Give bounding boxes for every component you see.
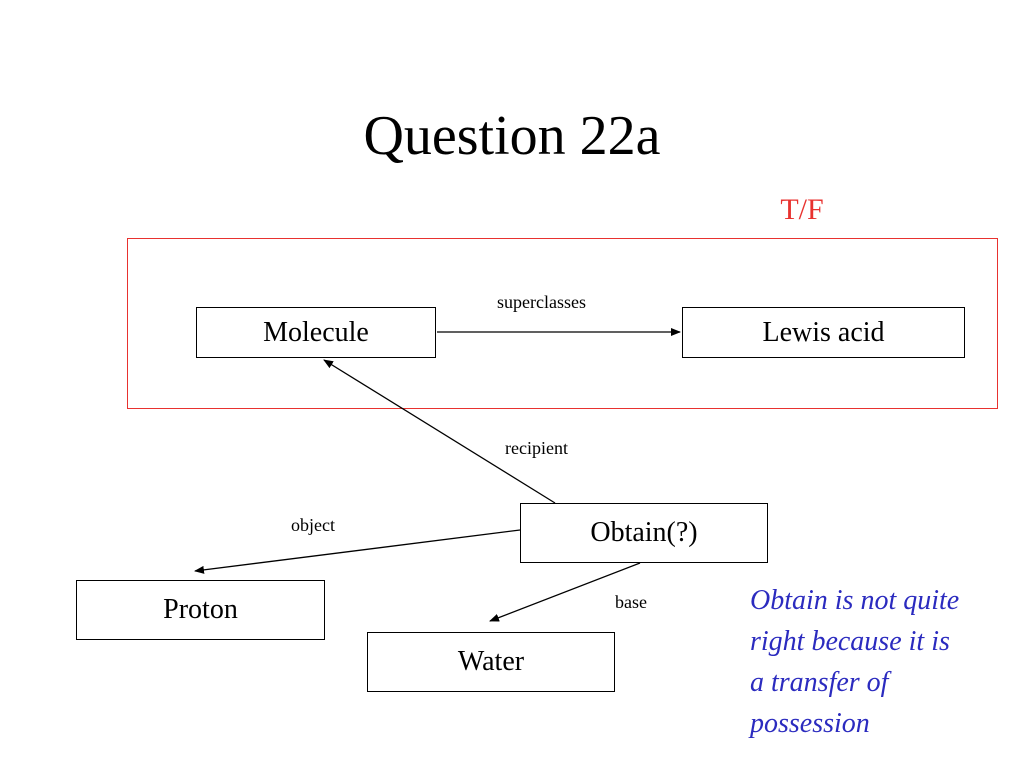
edge-label-recipient: recipient	[505, 438, 568, 458]
edge-label-superclasses: superclasses	[497, 292, 586, 312]
edge-recipient-arrow	[323, 359, 556, 504]
node-water: Water	[367, 632, 615, 692]
node-molecule: Molecule	[196, 307, 436, 358]
edge-label-base: base	[615, 592, 647, 612]
node-lewis-acid: Lewis acid	[682, 307, 965, 358]
edge-base-arrow	[489, 562, 641, 622]
annotation-note: Obtain is not quite right because it is …	[750, 580, 1018, 744]
node-proton: Proton	[76, 580, 325, 640]
highlight-box	[127, 238, 998, 409]
true-false-label: T/F	[780, 193, 824, 226]
node-obtain: Obtain(?)	[520, 503, 768, 563]
note-line: right because it is	[750, 626, 950, 657]
slide-title: Question 22a	[363, 105, 661, 167]
note-line: possession	[750, 708, 870, 739]
note-line: a transfer of	[750, 667, 889, 698]
edge-object-arrow	[194, 529, 521, 574]
edge-label-object: object	[291, 515, 335, 535]
note-line: Obtain is not quite	[750, 585, 960, 616]
